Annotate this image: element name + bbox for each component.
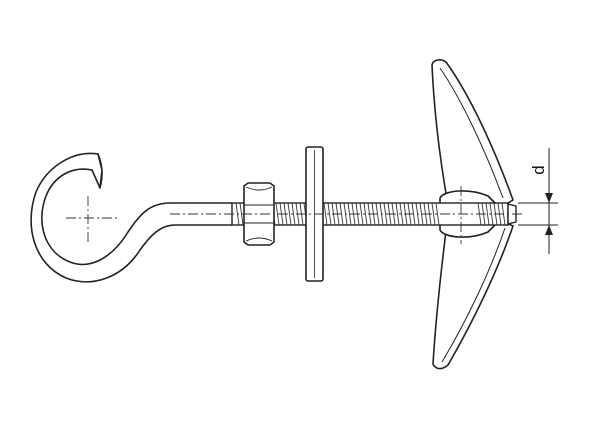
dimension-d: d: [518, 148, 558, 254]
dimension-arrow-bottom: [545, 225, 553, 235]
dimension-arrow-top: [545, 193, 553, 203]
hook-inner: [30, 152, 233, 283]
hex-nut: [243, 182, 275, 246]
toggle-wing-lower-inner: [441, 227, 506, 363]
toggle-wing: [431, 59, 514, 370]
hook-outer: [41, 168, 233, 266]
centerlines: [66, 186, 522, 244]
toggle-wing-upper-inner: [439, 67, 504, 199]
hook: [30, 152, 233, 283]
hex-nut-body: [243, 182, 275, 246]
dimension-label: d: [529, 165, 548, 174]
